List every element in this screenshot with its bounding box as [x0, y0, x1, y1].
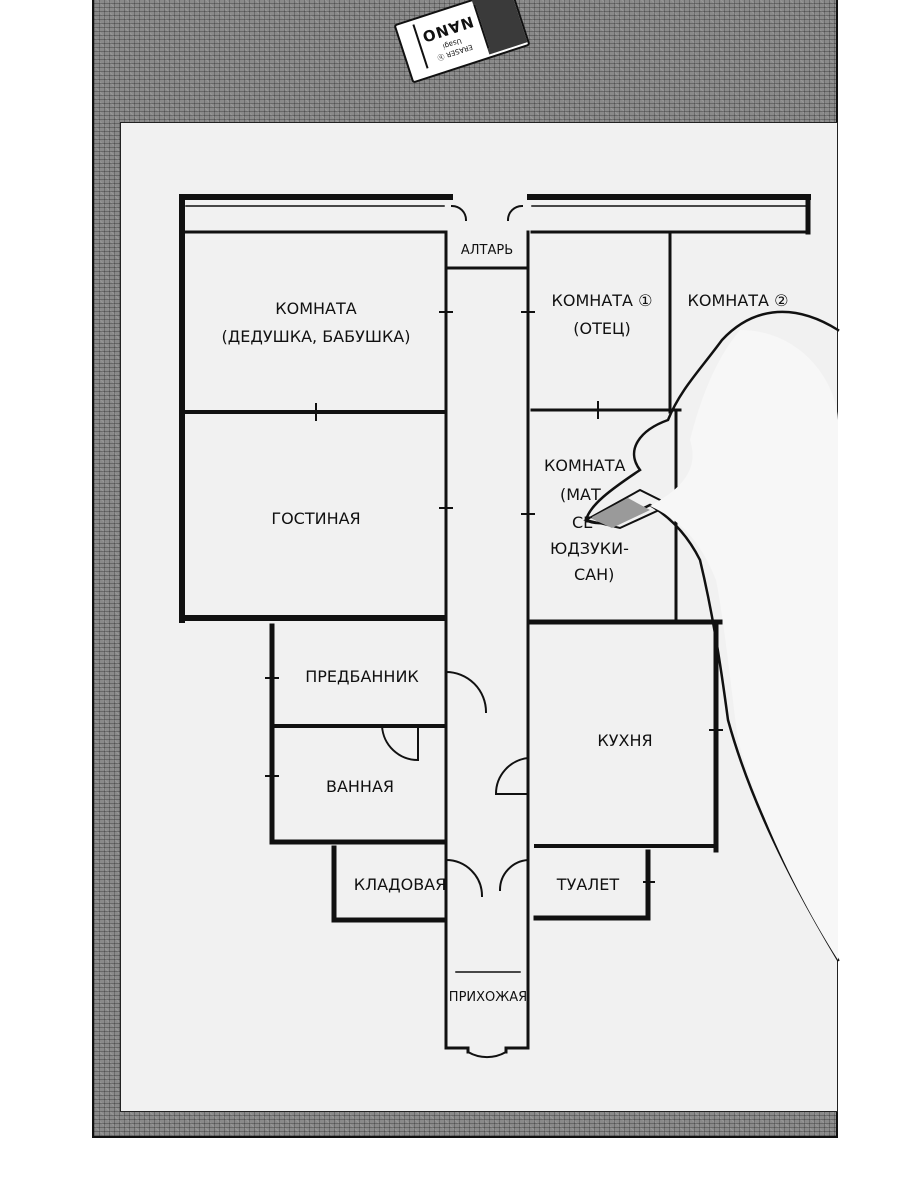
room3-label-line4: ЮДЗУКИ- [550, 539, 629, 558]
toilet-label: ТУАЛЕТ [556, 875, 620, 894]
room2-label-line1: КОМНАТА ② [687, 291, 789, 310]
room1-label-line2: (ОТЕЦ) [573, 319, 631, 338]
room3-label-line3: СЕ [572, 513, 594, 532]
kitchen-label: КУХНЯ [597, 731, 653, 750]
altar-label: АЛТАРЬ [460, 243, 514, 258]
grandparents-room-label-line2: (ДЕДУШКА, БАБУШКА) [221, 327, 411, 346]
hallway-label: ПРИХОЖАЯ [448, 990, 528, 1005]
paper-sheet [120, 122, 838, 1112]
room3-label-line5: САН) [574, 565, 615, 584]
room1-label-line1: КОМНАТА ① [551, 291, 653, 310]
dressing-room-label: ПРЕДБАННИК [305, 667, 419, 686]
bathroom-label: ВАННАЯ [325, 777, 395, 796]
storage-label: КЛАДОВАЯ [353, 875, 447, 894]
room3-label-line2: (МАТ [560, 485, 601, 504]
grandparents-room-label-line1: КОМНАТА [275, 299, 357, 318]
living-room-label: ГОСТИНАЯ [271, 509, 361, 528]
room3-label-line1: КОМНАТА [544, 456, 626, 475]
